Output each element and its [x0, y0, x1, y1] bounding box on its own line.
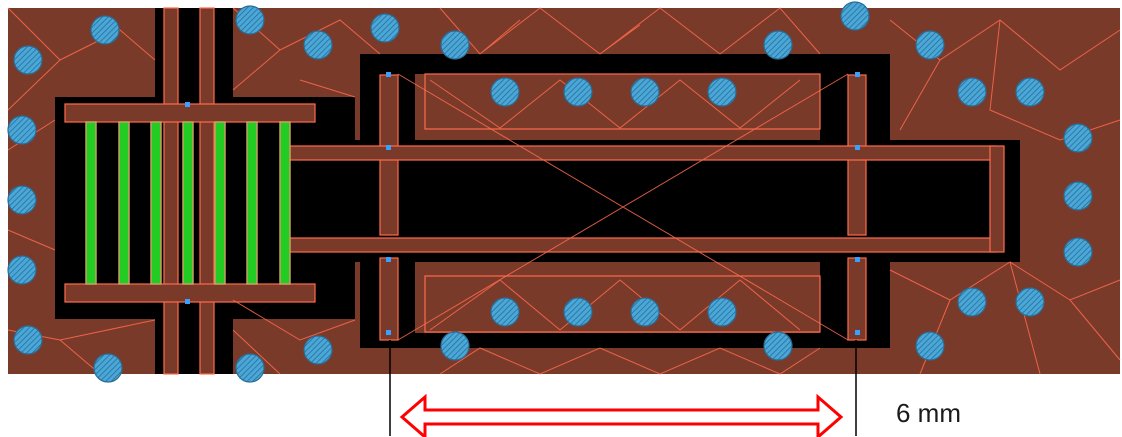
- via-circle-icon: [490, 297, 520, 327]
- via-circle-icon: [763, 331, 793, 361]
- via-circle-icon: [235, 353, 265, 383]
- via-circle-icon: [707, 77, 737, 107]
- via-circle-icon: [840, 1, 870, 31]
- via-circle-icon: [1063, 123, 1093, 153]
- port-square-icon: [855, 257, 860, 262]
- via-circle-icon: [7, 115, 37, 145]
- via-circle-icon: [303, 30, 333, 60]
- via-circle-icon: [1063, 237, 1093, 267]
- via-circle-icon: [13, 45, 43, 75]
- via-circle-icon: [1015, 287, 1045, 317]
- dimension-ruler: [389, 340, 857, 437]
- via-circle-icon: [7, 185, 37, 215]
- port-square-icon: [386, 145, 391, 150]
- via-circle-icon: [563, 297, 593, 327]
- via-circle-icon: [957, 77, 987, 107]
- via-circle-icon: [915, 331, 945, 361]
- via-circle-icon: [707, 297, 737, 327]
- via-circle-icon: [440, 30, 470, 60]
- via-circle-icon: [630, 77, 660, 107]
- strip-array: [85, 121, 291, 285]
- via-array: [7, 1, 1093, 383]
- via-circle-icon: [763, 30, 793, 60]
- double-arrow-icon: [399, 393, 844, 437]
- port-markers: [185, 72, 860, 335]
- via-circle-icon: [630, 297, 660, 327]
- via-circle-icon: [7, 255, 37, 285]
- via-circle-icon: [303, 335, 333, 365]
- dimension-label: 6 mm: [896, 398, 961, 428]
- via-circle-icon: [440, 331, 470, 361]
- port-square-icon: [855, 145, 860, 150]
- conductors: [64, 7, 1005, 375]
- via-circle-icon: [235, 5, 265, 35]
- via-circle-icon: [915, 30, 945, 60]
- port-square-icon: [855, 72, 860, 77]
- via-circle-icon: [490, 77, 520, 107]
- via-circle-icon: [90, 15, 120, 45]
- via-circle-icon: [1063, 181, 1093, 211]
- via-circle-icon: [1015, 77, 1045, 107]
- port-square-icon: [386, 257, 391, 262]
- port-square-icon: [386, 72, 391, 77]
- port-square-icon: [185, 102, 190, 107]
- port-square-icon: [185, 299, 190, 304]
- port-square-icon: [855, 330, 860, 335]
- via-circle-icon: [370, 13, 400, 43]
- via-circle-icon: [93, 353, 123, 383]
- port-square-icon: [386, 330, 391, 335]
- via-circle-icon: [957, 287, 987, 317]
- via-circle-icon: [563, 77, 593, 107]
- via-circle-icon: [13, 325, 43, 355]
